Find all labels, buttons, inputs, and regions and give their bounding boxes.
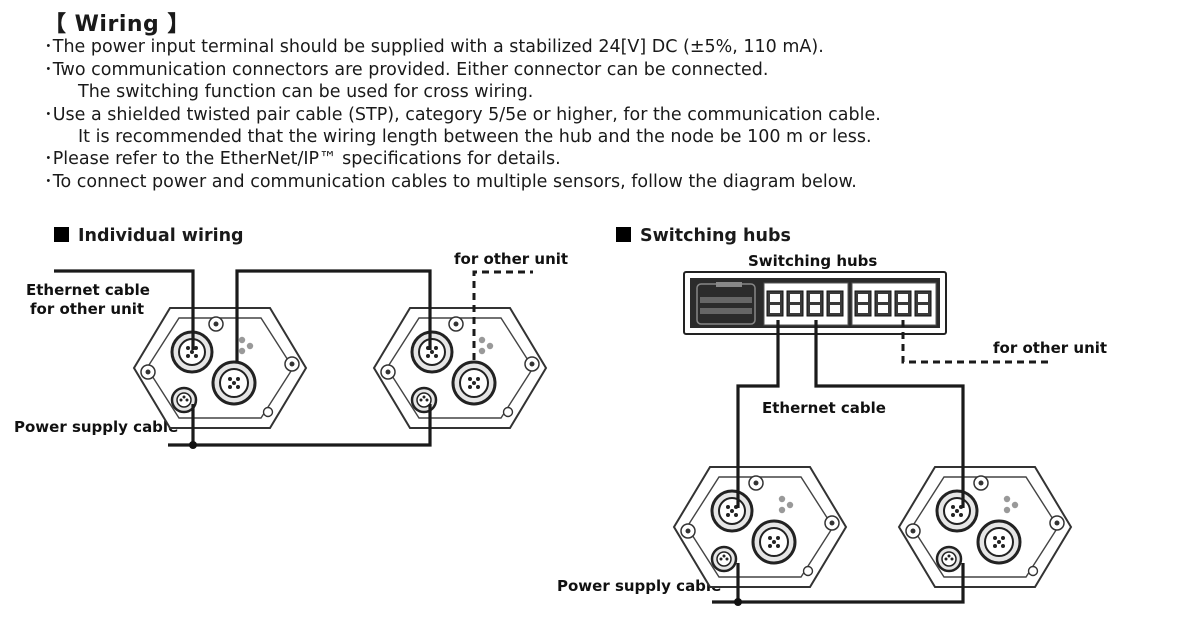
- switching-wiring-cables: [712, 320, 965, 604]
- junction-dot-left: [189, 441, 197, 449]
- for-other-unit-label-left: for other unit: [30, 300, 145, 318]
- wiring-note-5: ･To connect power and communication cabl…: [44, 172, 857, 192]
- sensor-unit-right-1: [672, 465, 848, 589]
- junction-dot-right: [734, 598, 742, 606]
- wiring-heading: 【 Wiring 】: [44, 12, 190, 37]
- sensor-unit-left-2: [372, 306, 548, 430]
- power-supply-label-right: Power supply cable: [557, 577, 722, 595]
- for-other-unit-label-top: for other unit: [454, 250, 569, 268]
- wiring-note-2b: The switching function can be used for c…: [78, 82, 534, 102]
- power-supply-label-left: Power supply cable: [14, 418, 179, 436]
- square-bullet-icon: [54, 227, 69, 242]
- switching-hub: [683, 271, 947, 335]
- switching-hubs-title-text: Switching hubs: [640, 226, 791, 246]
- ethernet-cable-label-right: Ethernet cable: [762, 399, 886, 417]
- individual-dashed-cable: [472, 270, 533, 360]
- square-bullet-icon: [616, 227, 631, 242]
- sensor-unit-right-2: [897, 465, 1073, 589]
- switching-hub-label: Switching hubs: [748, 252, 878, 270]
- wiring-note-2: ･Two communication connectors are provid…: [44, 60, 769, 80]
- individual-wiring-title-text: Individual wiring: [78, 226, 244, 246]
- individual-wiring-title: Individual wiring: [54, 226, 244, 246]
- switching-dashed-cable: [901, 320, 1048, 364]
- individual-wiring-cables: [54, 269, 432, 447]
- wiring-note-4: ･Please refer to the EtherNet/IP™ specif…: [44, 149, 561, 169]
- for-other-unit-label-right: for other unit: [993, 339, 1108, 357]
- wiring-note-3: ･Use a shielded twisted pair cable (STP)…: [44, 105, 881, 125]
- wiring-note-3b: It is recommended that the wiring length…: [78, 127, 872, 147]
- switching-hubs-title: Switching hubs: [616, 226, 791, 246]
- sensor-unit-left-1: [132, 306, 308, 430]
- ethernet-cable-label: Ethernet cable: [26, 281, 150, 299]
- wiring-note-1: ･The power input terminal should be supp…: [44, 37, 824, 57]
